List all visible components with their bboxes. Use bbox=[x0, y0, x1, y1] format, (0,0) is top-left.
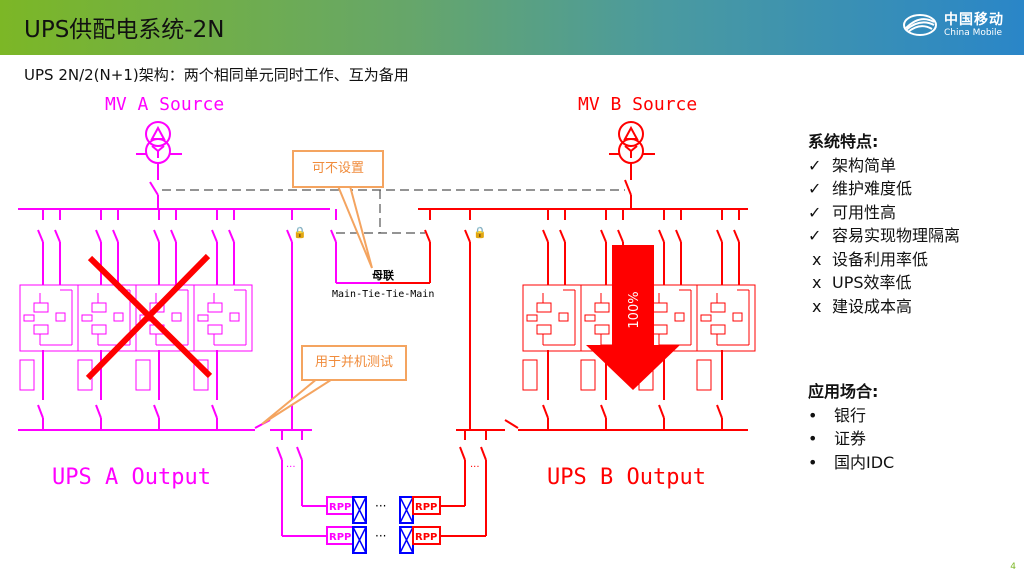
ups-a-output-label: UPS A Output bbox=[52, 465, 211, 490]
china-mobile-logo-icon bbox=[903, 14, 937, 36]
page-title: UPS供配电系统-2N bbox=[24, 17, 225, 43]
application-item: • 国内IDC bbox=[808, 451, 894, 475]
ellipsis-b: ··· bbox=[470, 462, 480, 473]
cross-icon: x bbox=[812, 296, 822, 316]
interlock-dashed-lines bbox=[162, 189, 625, 234]
bus-b bbox=[418, 208, 748, 431]
rpp-ellipsis: ··· bbox=[375, 499, 386, 513]
callout-tie-optional: 可不设置 bbox=[292, 150, 384, 188]
application-item: • 银行 bbox=[808, 404, 894, 428]
ups-a-failed-cross-icon bbox=[85, 253, 213, 381]
feature-item: x 建设成本高 bbox=[808, 295, 960, 319]
application-text: 证券 bbox=[834, 429, 867, 448]
features-heading: 系统特点: bbox=[808, 132, 879, 151]
header-bar: UPS供配电系统-2N 中国移动 China Mobile bbox=[0, 0, 1024, 55]
feature-item: x 设备利用率低 bbox=[808, 248, 960, 272]
ellipsis-a: ··· bbox=[286, 462, 296, 473]
applications-list: 应用场合: • 银行 • 证券 • 国内IDC bbox=[808, 380, 894, 474]
feature-text: 设备利用率低 bbox=[832, 249, 929, 269]
check-icon: ✓ bbox=[808, 179, 822, 198]
ups-2n-diagram: MV A Source MV B Source bbox=[18, 94, 756, 554]
bus-a bbox=[18, 208, 330, 431]
feature-item: ✓ 容易实现物理隔离 bbox=[808, 224, 960, 248]
applications-heading: 应用场合: bbox=[808, 382, 879, 401]
ups-b-modules bbox=[522, 284, 756, 391]
load-arrow-icon bbox=[586, 245, 680, 390]
application-text: 银行 bbox=[834, 405, 867, 425]
rpp-row-1: RPP ··· RPP bbox=[326, 496, 441, 524]
feature-text: 维护难度低 bbox=[832, 179, 913, 198]
feature-text: UPS效率低 bbox=[832, 273, 912, 292]
callout-test-pointer bbox=[261, 377, 338, 425]
logo-text-en: China Mobile bbox=[944, 27, 1003, 38]
application-text: 国内IDC bbox=[834, 452, 895, 472]
logo-text-cn: 中国移动 bbox=[944, 11, 1004, 28]
subtitle: UPS 2N/2(N+1)架构：两个相同单元同时工作、互为备用 bbox=[24, 66, 409, 84]
features-list: 系统特点: ✓ 架构简单 ✓ 维护难度低 ✓ 可用性高 ✓ 容易实现物理隔离 x 设备利用… bbox=[808, 130, 960, 318]
tie-label-en: Main-Tie-Tie-Main bbox=[332, 289, 434, 300]
check-icon: ✓ bbox=[808, 202, 822, 222]
tie-label-cn: 母联 bbox=[372, 268, 394, 282]
lock-icon: 🔒 bbox=[473, 226, 487, 239]
transformer-b-icon bbox=[609, 121, 655, 209]
callout-tie-pointer bbox=[336, 185, 373, 269]
application-item: • 证券 bbox=[808, 427, 894, 451]
check-icon: ✓ bbox=[808, 226, 822, 245]
rpp-label: RPP bbox=[415, 502, 437, 513]
load-arrow-label: 100% bbox=[627, 291, 642, 328]
output-a-wiring bbox=[254, 419, 327, 537]
check-icon: ✓ bbox=[808, 155, 822, 175]
feature-item: ✓ 架构简单 bbox=[808, 154, 960, 178]
cross-icon: x bbox=[812, 273, 822, 292]
feature-item: ✓ 维护难度低 bbox=[808, 177, 960, 201]
bullet-icon: • bbox=[808, 405, 818, 425]
bullet-icon: • bbox=[808, 429, 818, 448]
page-number: 4 bbox=[1010, 562, 1016, 572]
rpp-label: RPP bbox=[415, 532, 437, 543]
callout-parallel-test: 用于并机测试 bbox=[301, 345, 407, 381]
feature-item: x UPS效率低 bbox=[808, 271, 960, 295]
rpp-label: RPP bbox=[329, 532, 351, 543]
ups-a-feeders bbox=[37, 209, 380, 430]
transformer-a-icon bbox=[136, 121, 182, 209]
mv-a-source-label: MV A Source bbox=[105, 94, 224, 115]
china-mobile-logo: 中国移动 China Mobile bbox=[902, 12, 1004, 38]
feature-text: 建设成本高 bbox=[832, 296, 913, 316]
mv-b-source-label: MV B Source bbox=[578, 94, 697, 115]
rpp-label: RPP bbox=[329, 502, 351, 513]
feature-text: 可用性高 bbox=[832, 202, 897, 222]
feature-item: ✓ 可用性高 bbox=[808, 201, 960, 225]
feature-text: 容易实现物理隔离 bbox=[832, 226, 961, 245]
feature-text: 架构简单 bbox=[832, 155, 897, 175]
rpp-row-2: RPP ··· RPP bbox=[326, 526, 441, 554]
bullet-icon: • bbox=[808, 452, 818, 472]
cross-icon: x bbox=[812, 249, 822, 269]
ups-b-output-label: UPS B Output bbox=[547, 465, 706, 490]
rpp-ellipsis: ··· bbox=[375, 529, 386, 543]
output-b-wiring bbox=[440, 419, 519, 537]
lock-icon: 🔒 bbox=[293, 226, 307, 239]
